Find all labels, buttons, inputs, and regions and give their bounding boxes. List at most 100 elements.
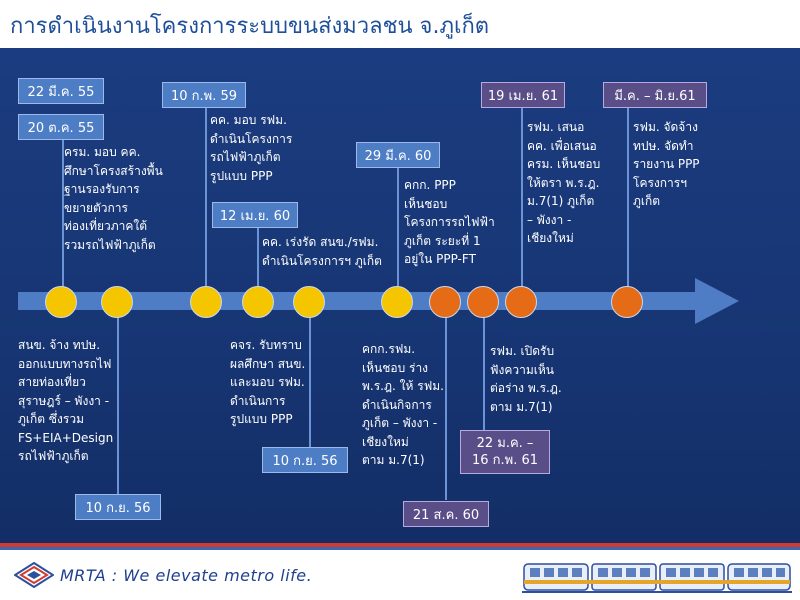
note-line: โครงการรถไฟฟ้า xyxy=(404,215,495,229)
page-title: การดำเนินงานโครงการระบบขนส่งมวลชน จ.ภูเก… xyxy=(10,14,490,39)
milestone-dot xyxy=(293,286,325,318)
note-line: รูปแบบ PPP xyxy=(210,168,273,183)
note-line: ทปษ. จัดทำ xyxy=(633,138,694,153)
note-line: คค. เร่งรัด สนข./รฟม. xyxy=(262,235,379,249)
event-note: สนข. จ้าง ทปษ. ออกแบบทางรถไฟ สายท่องเที่… xyxy=(18,336,113,466)
note-line: ดำเนินโครงการฯ ภูเก็ต xyxy=(262,253,382,268)
timeline-arrow-head xyxy=(695,278,739,324)
footer-stripe-red xyxy=(0,543,800,547)
note-line: อยู่ใน PPP-FT xyxy=(404,252,476,266)
note-line: เชียงใหม่ xyxy=(362,434,409,449)
connector-line xyxy=(627,108,629,292)
milestone-dot xyxy=(467,286,499,318)
note-line: รฟม. เปิดรับ xyxy=(490,344,555,358)
note-line: ศึกษาโครงสร้างพื้น xyxy=(64,163,163,178)
milestone-dot xyxy=(381,286,413,318)
note-line: ม.7(1) ภูเก็ต xyxy=(527,194,595,208)
note-line: รูปแบบ PPP xyxy=(230,412,293,426)
note-line: สนข. จ้าง ทปษ. xyxy=(18,338,101,352)
milestone-dot xyxy=(611,286,643,318)
event-note: คจร. รับทราบ ผลศึกษา สนข. และมอบ รฟม. ดำ… xyxy=(230,336,305,429)
note-line: คค. มอบ รฟม. xyxy=(210,113,287,127)
note-line: คจร. รับทราบ xyxy=(230,338,302,352)
note-line: ออกแบบทางรถไฟ xyxy=(18,356,112,371)
note-line: FS+EIA+Design xyxy=(18,430,114,445)
note-line: ฟังความเห็น xyxy=(490,362,554,377)
date-tag: 19 เม.ย. 61 xyxy=(481,82,565,108)
date-tag: มี.ค. – มิ.ย.61 xyxy=(603,82,707,108)
note-line: คกก.รฟม. xyxy=(362,342,416,356)
event-note: รฟม. จัดจ้าง ทปษ. จัดทำ รายงาน PPP โครงก… xyxy=(633,118,700,211)
date-tag: 29 มี.ค. 60 xyxy=(356,142,440,168)
note-line: ภูเก็ต xyxy=(633,194,661,208)
note-line: รายงาน PPP xyxy=(633,157,700,171)
connector-line xyxy=(117,310,119,498)
milestone-dot xyxy=(505,286,537,318)
connector-line xyxy=(62,140,64,292)
date-tag-line: 22 ม.ค. – xyxy=(476,436,534,451)
note-line: ให้ตรา พ.ร.ฎ. xyxy=(527,175,600,190)
connector-line xyxy=(205,108,207,292)
note-line: ขยายตัวการ xyxy=(64,200,128,215)
note-line: ฐานรองรับการ xyxy=(64,182,140,196)
note-line: ดำเนินกิจการ xyxy=(362,397,432,412)
note-line: โครงการฯ xyxy=(633,175,687,190)
connector-line xyxy=(521,108,523,292)
date-tag-line: 16 ก.พ. 61 xyxy=(471,453,539,468)
note-line: สุราษฎร์ – พังงา - xyxy=(18,393,110,408)
note-line: รวมรถไฟฟ้าภูเก็ต xyxy=(64,237,156,252)
note-line: เชียงใหม่ xyxy=(527,231,574,245)
note-line: ผลศึกษา สนข. xyxy=(230,356,306,371)
event-note: รฟม. เสนอ คค. เพื่อเสนอ ครม. เห็นชอบ ให้… xyxy=(527,118,600,248)
note-line: รถไฟฟ้าภูเก็ต xyxy=(210,150,281,164)
date-tag: 20 ต.ค. 55 xyxy=(18,114,104,140)
note-line: เห็นชอบ ร่าง xyxy=(362,360,429,375)
note-line: ภูเก็ต ระยะที่ 1 xyxy=(404,233,481,248)
note-line: และมอบ รฟม. xyxy=(230,375,305,389)
event-note: คกก. PPP เห็นชอบ โครงการรถไฟฟ้า ภูเก็ต ร… xyxy=(404,176,495,269)
milestone-dot xyxy=(429,286,461,318)
date-tag: 21 ส.ค. 60 xyxy=(403,501,489,527)
note-line: ตาม ม.7(1) xyxy=(362,453,425,467)
note-line: รถไฟฟ้าภูเก็ต xyxy=(18,449,89,463)
connector-line xyxy=(257,228,259,292)
note-line: สายท่องเที่ยว xyxy=(18,375,86,389)
event-note: คกก.รฟม. เห็นชอบ ร่าง พ.ร.ฎ. ให้ รฟม. ดำ… xyxy=(362,340,444,470)
date-tag: 10 ก.ย. 56 xyxy=(75,494,161,520)
note-line: พ.ร.ฎ. ให้ รฟม. xyxy=(362,379,444,393)
event-note: คค. เร่งรัด สนข./รฟม. ดำเนินโครงการฯ ภูเ… xyxy=(262,233,382,270)
note-line: ต่อร่าง พ.ร.ฎ. xyxy=(490,381,562,395)
milestone-dot xyxy=(101,286,133,318)
note-line: เห็นชอบ xyxy=(404,196,448,211)
date-tag: 10 ก.พ. 59 xyxy=(162,82,246,108)
mrta-logo-icon xyxy=(14,562,54,588)
connector-line xyxy=(397,168,399,292)
milestone-dot xyxy=(242,286,274,318)
note-line: คกก. PPP xyxy=(404,178,456,192)
date-tag: 12 เม.ย. 60 xyxy=(212,202,298,228)
note-line: ดำเนินโครงการ xyxy=(210,131,293,146)
milestone-dot xyxy=(190,286,222,318)
event-note: คค. มอบ รฟม. ดำเนินโครงการ รถไฟฟ้าภูเก็ต… xyxy=(210,111,292,185)
note-line: – พังงา - xyxy=(527,212,572,227)
connector-line xyxy=(483,310,485,434)
date-tag: 22 มี.ค. 55 xyxy=(18,78,104,104)
note-line: ครม. เห็นชอบ xyxy=(527,157,601,171)
date-tag: 22 ม.ค. – 16 ก.พ. 61 xyxy=(460,430,550,474)
train-icon xyxy=(522,563,792,593)
connector-line xyxy=(445,310,447,500)
connector-line xyxy=(309,310,311,448)
note-line: ท่องเที่ยวภาคใต้ xyxy=(64,219,148,233)
note-line: ครม. มอบ คค. xyxy=(64,145,141,159)
note-line: ภูเก็ต ซึ่งรวม xyxy=(18,412,84,426)
date-tag: 10 ก.ย. 56 xyxy=(262,447,348,473)
footer-stripe-blue xyxy=(0,547,800,550)
note-line: รฟม. เสนอ xyxy=(527,120,585,134)
note-line: รฟม. จัดจ้าง xyxy=(633,120,698,134)
note-line: ตาม ม.7(1) xyxy=(490,399,553,414)
milestone-dot xyxy=(45,286,77,318)
note-line: ดำเนินการ xyxy=(230,393,286,408)
event-note: ครม. มอบ คค. ศึกษาโครงสร้างพื้น ฐานรองรั… xyxy=(64,143,163,254)
title-bar xyxy=(0,0,800,48)
note-line: ภูเก็ต – พังงา - xyxy=(362,416,438,430)
